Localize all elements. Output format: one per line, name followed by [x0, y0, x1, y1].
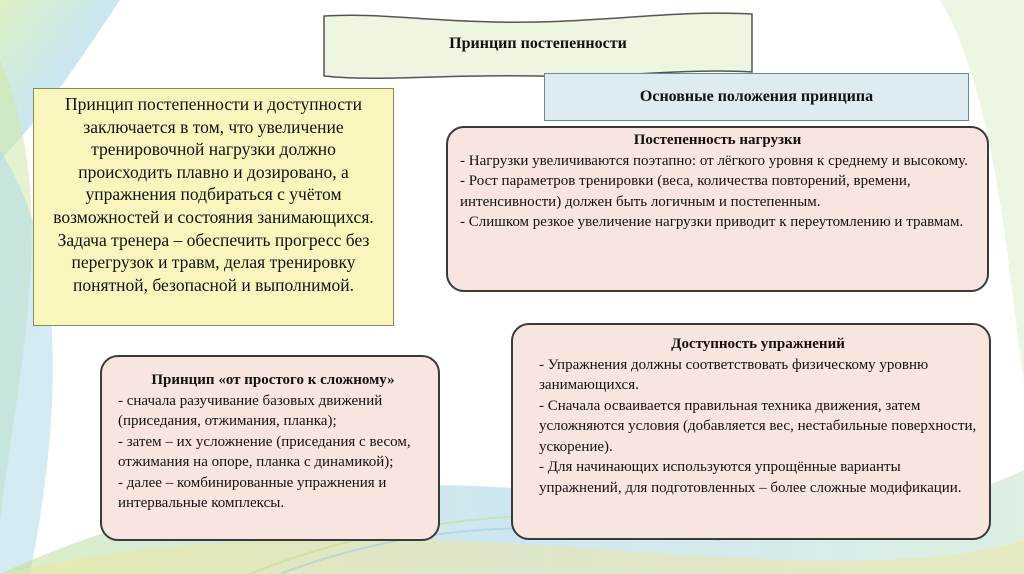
card-line: - Рост параметров тренировки (веса, коли… — [460, 173, 911, 210]
title-banner: Принцип постепенности — [322, 10, 754, 80]
card-line: - Сначала осваивается правильная техника… — [539, 397, 977, 455]
card-exercise-accessibility: Доступность упражнений - Упражнения долж… — [511, 323, 991, 540]
card-line: - Нагрузки увеличиваются поэтапно: от лё… — [460, 152, 968, 169]
card-line: - Для начинающих используются упрощённые… — [539, 459, 962, 496]
card-line: - Слишком резкое увеличение нагрузки при… — [460, 214, 964, 230]
card-simple-to-complex: Принцип «от простого к сложному» - снача… — [100, 355, 440, 541]
page-title: Принцип постепенности — [449, 35, 627, 52]
card-line: - сначала разучивание базовых движений (… — [118, 392, 383, 430]
card-title: Принцип «от простого к сложному» — [151, 372, 395, 388]
card-title: Доступность упражнений — [671, 336, 845, 352]
card-line: - затем – их усложнение (приседания с ве… — [118, 433, 411, 471]
card-line: - далее – комбинированные упражнения и и… — [118, 474, 387, 512]
card-line: - Упражнения должны соответствовать физи… — [539, 356, 929, 394]
subheader-label: Основные положения принципа — [544, 73, 969, 121]
principle-description: Принцип постепенности и доступности закл… — [33, 88, 394, 326]
banner-shape — [323, 12, 753, 80]
card-load-progression: Постепенность нагрузки - Нагрузки увелич… — [446, 126, 989, 292]
card-title: Постепенность нагрузки — [633, 132, 802, 148]
